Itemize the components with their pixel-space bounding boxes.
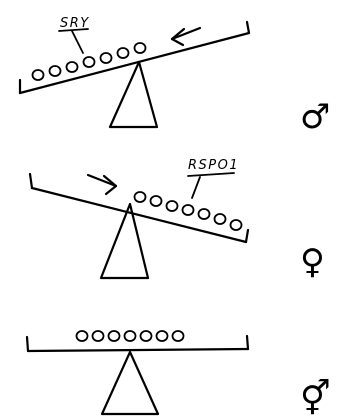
- arrow-right-icon: [86, 173, 118, 196]
- intersex-symbol-icon: ⚥: [300, 378, 331, 419]
- fulcrum-triangle: [99, 202, 150, 280]
- arrow-left-icon: [170, 26, 202, 47]
- fulcrum-triangle: [100, 350, 160, 416]
- fulcrum-triangle: [108, 60, 159, 129]
- seesaw-beam: [18, 20, 251, 95]
- bead-chain: [133, 191, 243, 231]
- gene-label-underline: [187, 172, 235, 199]
- panel-sry: SRY ♂: [18, 16, 330, 137]
- bead-chain: [75, 330, 185, 342]
- panel-rspo1: RSPO1 ♀: [28, 158, 325, 282]
- panel-balanced: ⚥: [25, 330, 331, 419]
- gene-label-sry: SRY: [60, 16, 90, 31]
- seesaw-beam: [25, 334, 250, 353]
- gene-label-underline: [58, 28, 89, 54]
- female-symbol-icon: ♀: [300, 242, 325, 282]
- male-symbol-icon: ♂: [300, 97, 330, 137]
- seesaw-beam: [28, 172, 250, 244]
- bead-chain: [31, 42, 147, 81]
- gene-label-rspo1: RSPO1: [188, 158, 239, 173]
